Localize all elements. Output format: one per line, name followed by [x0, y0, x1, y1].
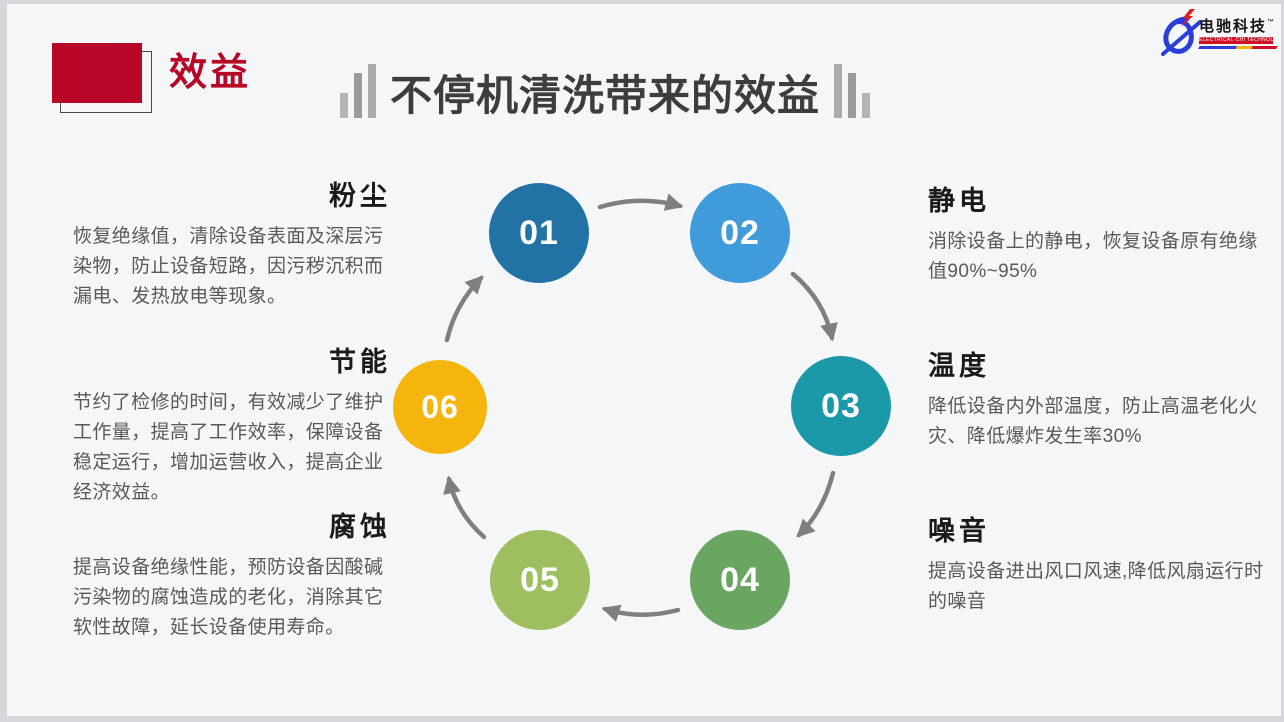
benefit-heading: 静电	[928, 186, 990, 216]
section-tag-square	[52, 43, 142, 103]
d-swoosh-tail-icon	[1161, 20, 1201, 56]
company-logo: 电驰科技™ ELECTRICAL CHI TECHNOLOGY	[1159, 7, 1281, 59]
flow-arrow-02-03	[790, 271, 838, 342]
slide-title-group: 不停机清洗带来的效益	[340, 64, 871, 120]
benefit-block-temperature: 温度 降低设备内外部温度，防止高温老化火灾、降低爆炸发生率30%	[928, 350, 1264, 452]
logo-brand-text: 电驰科技™	[1199, 18, 1279, 36]
step-number: 03	[821, 386, 861, 425]
benefit-description: 恢复绝缘值，清除设备表面及深层污染物，防止设备短路，因污秽沉积而漏电、发热放电等…	[73, 226, 384, 308]
section-tag-label: 效益	[169, 52, 252, 94]
cycle-step-01: 01	[489, 183, 589, 283]
benefit-heading: 节能	[329, 347, 391, 377]
lightning-bolt-icon	[1181, 9, 1195, 27]
benefit-description: 消除设备上的静电，恢复设备原有绝缘值90%~95%	[928, 231, 1258, 283]
flow-arrow-04-05	[601, 604, 681, 622]
step-number: 06	[421, 388, 459, 425]
flow-arrow-01-02	[597, 193, 684, 211]
benefit-block-corrosion: 腐蚀 提高设备绝缘性能，预防设备因酸碱污染物的腐蚀造成的老化，消除其它软性故障，…	[73, 511, 391, 643]
cycle-step-06: 06	[393, 360, 487, 454]
benefit-heading: 温度	[928, 351, 990, 381]
logo-underline-decoration	[1198, 45, 1278, 48]
step-number: 05	[520, 560, 560, 599]
benefit-block-noise: 噪音 提高设备进出风口风速,降低风扇运行时的噪音	[928, 515, 1264, 617]
bar-chart-decoration-right-icon	[834, 64, 871, 120]
step-number: 04	[720, 560, 760, 599]
cycle-step-04: 04	[690, 530, 790, 630]
step-number: 01	[519, 213, 559, 252]
benefit-block-energy: 节能 节约了检修的时间，有效减少了维护工作量，提高了工作效率，保障设备稳定运行，…	[73, 346, 391, 508]
benefit-block-dust: 粉尘 恢复绝缘值，清除设备表面及深层污染物，防止设备短路，因污秽沉积而漏电、发热…	[73, 180, 391, 312]
benefit-description: 降低设备内外部温度，防止高温老化火灾、降低爆炸发生率30%	[928, 396, 1258, 448]
benefit-heading: 腐蚀	[329, 512, 391, 542]
cycle-step-02: 02	[690, 183, 790, 283]
d-swoosh-icon	[1163, 16, 1194, 54]
logo-mark	[1161, 9, 1201, 56]
benefit-description: 提高设备绝缘性能，预防设备因酸碱污染物的腐蚀造成的老化，消除其它软性故障，延长设…	[73, 557, 384, 639]
slide-title: 不停机清洗带来的效益	[390, 71, 821, 119]
trademark-symbol: ™	[1267, 19, 1277, 26]
benefit-description: 提高设备进出风口风速,降低风扇运行时的噪音	[928, 561, 1264, 613]
benefit-heading: 粉尘	[329, 181, 391, 211]
slide: 效益 不停机清洗带来的效益 电驰科技™ ELECTRICAL CHI TECHN…	[7, 4, 1281, 716]
cycle-step-05: 05	[490, 530, 590, 630]
logo-tagline: ELECTRICAL CHI TECHNOLOGY	[1199, 36, 1273, 44]
benefit-heading: 噪音	[928, 516, 990, 546]
step-number: 02	[720, 213, 760, 252]
flow-arrow-06-01	[444, 275, 484, 343]
benefit-block-static: 静电 消除设备上的静电，恢复设备原有绝缘值90%~95%	[928, 185, 1264, 287]
benefit-description: 节约了检修的时间，有效减少了维护工作量，提高了工作效率，保障设备稳定运行，增加运…	[73, 392, 384, 503]
flow-arrow-05-06	[443, 475, 487, 540]
cycle-step-03: 03	[791, 356, 891, 456]
bar-chart-decoration-left-icon	[340, 64, 376, 120]
flow-arrow-03-04	[796, 470, 836, 538]
logo-brand-chars: 电驰科技	[1199, 18, 1268, 35]
